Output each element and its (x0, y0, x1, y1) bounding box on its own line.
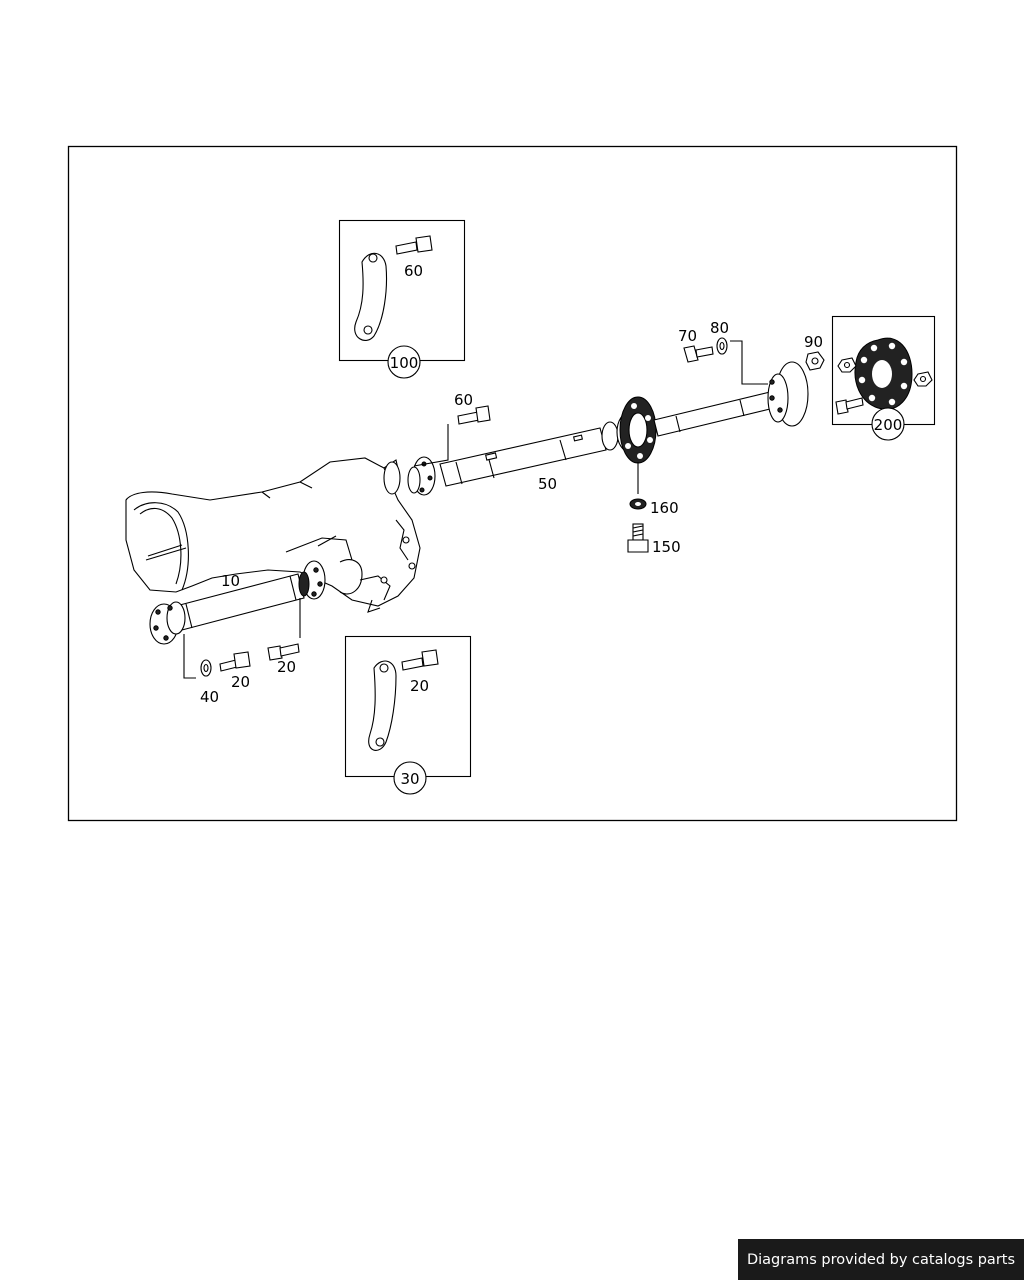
callout-160: 160 (650, 499, 679, 517)
diagram-frame (67, 145, 958, 822)
transmission-housing (125, 457, 421, 613)
main-driveshaft (407, 361, 809, 496)
inset-100 (338, 219, 466, 379)
callout-30: 30 (400, 770, 419, 788)
callout-20-inset: 20 (410, 677, 429, 695)
inset-200 (831, 315, 936, 441)
callout-70: 70 (678, 327, 697, 345)
hardware (200, 337, 825, 677)
callout-40: 40 (200, 688, 219, 706)
callout-20-right: 20 (277, 658, 296, 676)
callout-90: 90 (804, 333, 823, 351)
callout-60-shaft: 60 (454, 391, 473, 409)
callout-200: 200 (874, 416, 903, 434)
inset-30 (344, 635, 472, 795)
callout-60-inset: 60 (404, 262, 423, 280)
credit-banner: Diagrams provided by catalogs parts (738, 1239, 1024, 1280)
callout-80: 80 (710, 319, 729, 337)
front-driveshaft (149, 560, 326, 679)
callout-20-left: 20 (231, 673, 250, 691)
callout-100: 100 (390, 354, 419, 372)
callout-10: 10 (221, 572, 240, 590)
callout-50: 50 (538, 475, 557, 493)
callout-150: 150 (652, 538, 681, 556)
